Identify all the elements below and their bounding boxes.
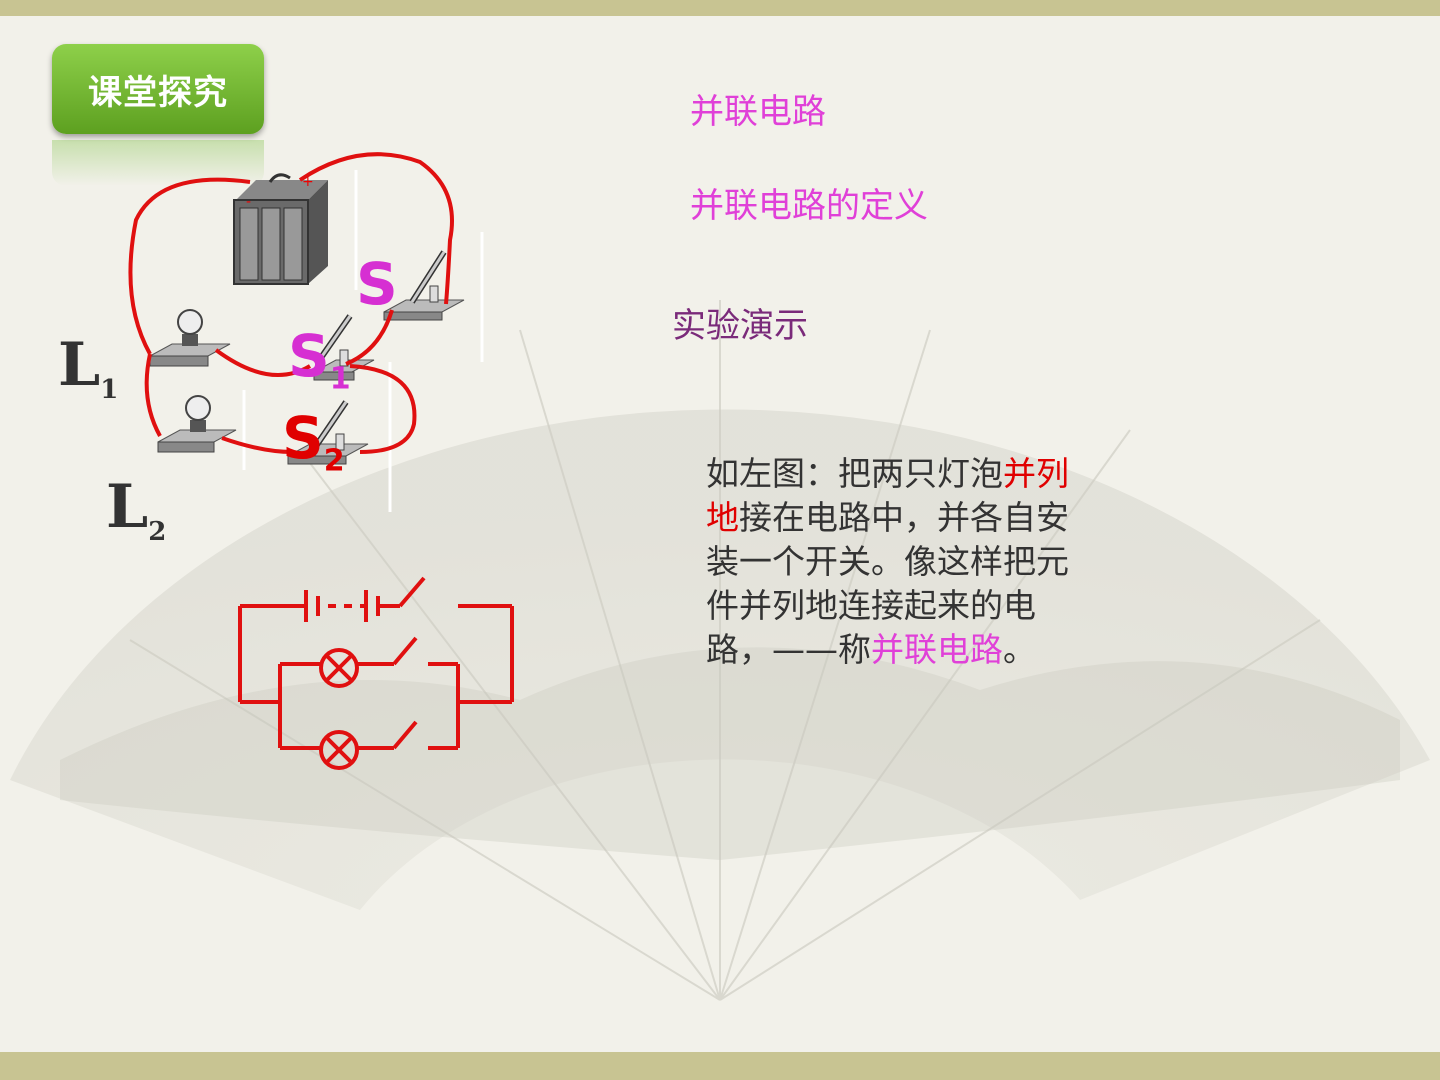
highlight-parallel-circuit: 并联电路 [871,630,1003,669]
switch-s2-icon [287,400,369,465]
definition-paragraph: 如左图：把两只灯泡并列地接在电路中，并各自安装一个开关。像这样把元件并列地连接起… [706,454,1069,669]
svg-text:+: + [302,174,314,190]
label-s2: S2 [282,404,345,479]
svg-text:-: - [246,194,251,210]
label-s: S [356,250,398,318]
lamp-symbol-2-icon [319,730,359,770]
switch-s-icon [383,250,465,321]
badge-label: 课堂探究 [88,72,228,113]
wires [128,152,454,454]
lamp-symbol-1-icon [319,648,359,688]
heading-parallel-circuit: 并联电路 [690,92,826,132]
bulb-l2-icon [157,395,237,453]
bottom-band [0,1052,1440,1080]
bulb-l1-icon [149,309,231,367]
highlight-side-by-side: 并列地 [706,454,1069,537]
heading-definition: 并联电路的定义 [690,186,928,226]
top-band [0,0,1440,16]
section-badge: 课堂探究 [52,44,264,134]
heading-demo: 实验演示 [672,306,808,346]
label-l1: L1 [58,330,119,405]
battery-icon: + - [233,173,328,285]
label-l2: L2 [106,472,167,547]
switch-s1-icon [313,314,375,381]
label-s1: S1 [288,322,351,397]
